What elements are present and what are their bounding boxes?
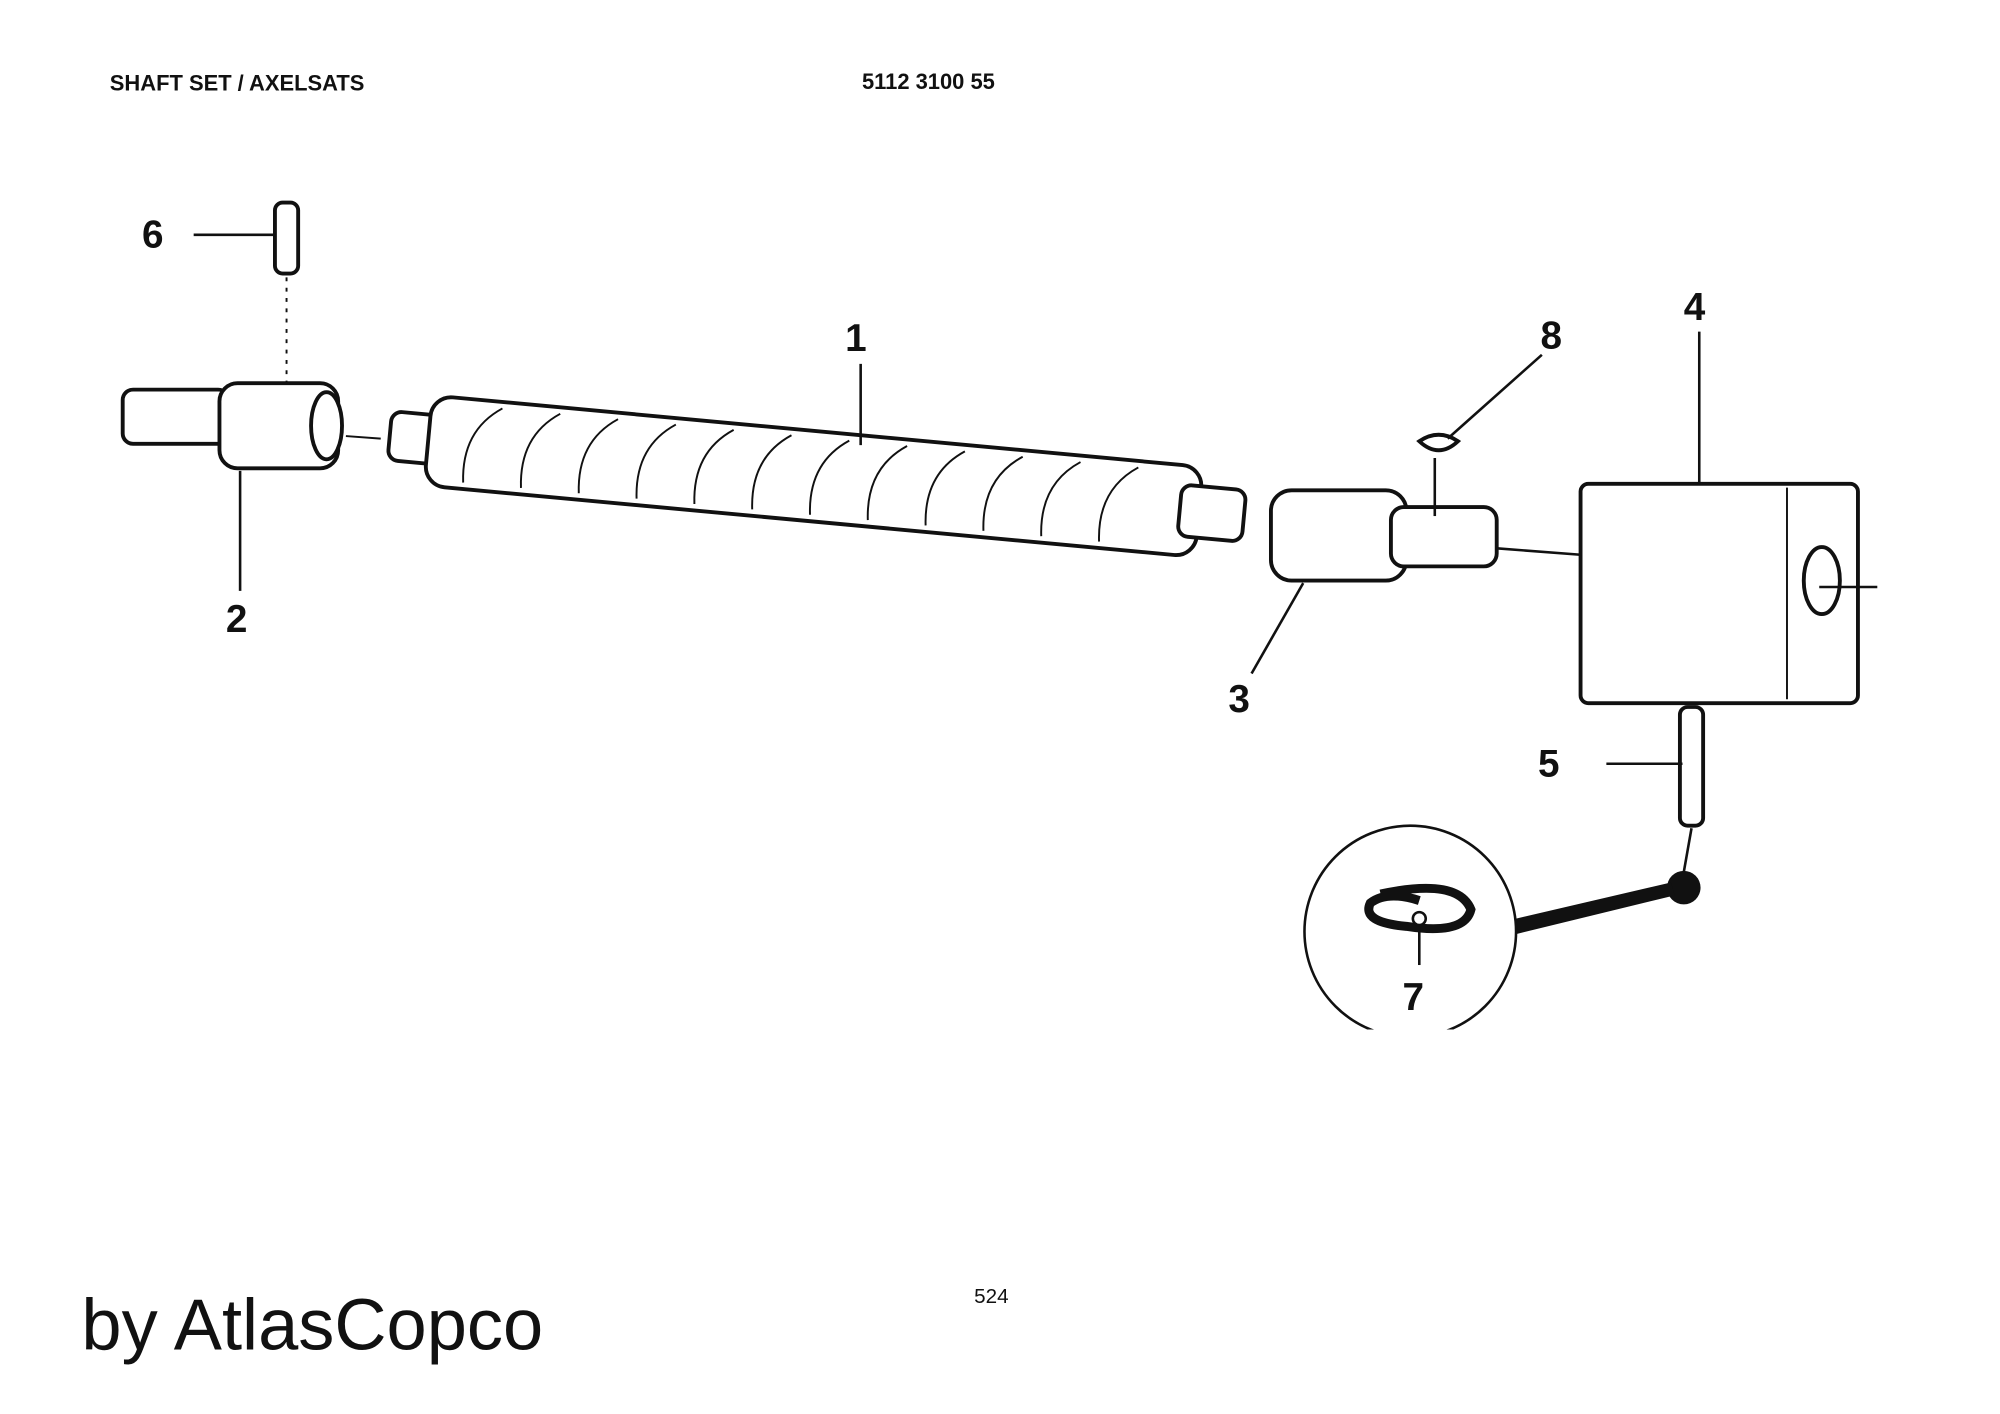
callout-8: 8: [1541, 314, 1563, 357]
callout-1: 1: [845, 317, 867, 360]
callout-6: 6: [142, 214, 164, 257]
part-3-bushing: [1250, 488, 1581, 675]
callout-2: 2: [226, 598, 248, 641]
part-6-pin: [193, 200, 301, 394]
callout-3: 3: [1228, 678, 1250, 721]
part-5-pin: [1516, 705, 1706, 935]
part-7-circlip-detail: [1303, 824, 1518, 1030]
part-8-key: [1416, 353, 1543, 517]
callout-5: 5: [1538, 743, 1560, 786]
part-4-housing: [1578, 331, 1878, 706]
part-number: 5112 3100 55: [862, 69, 995, 94]
page-number: 524: [974, 1285, 1008, 1308]
callout-7: 7: [1403, 976, 1425, 1019]
part-1-worm-shaft: [386, 395, 1248, 558]
diagram-title: SHAFT SET / AXELSATS: [110, 70, 365, 95]
callout-4: 4: [1684, 286, 1706, 329]
brand-footer: by AtlasCopco: [81, 1285, 543, 1365]
part-2-coupling: [120, 381, 381, 591]
